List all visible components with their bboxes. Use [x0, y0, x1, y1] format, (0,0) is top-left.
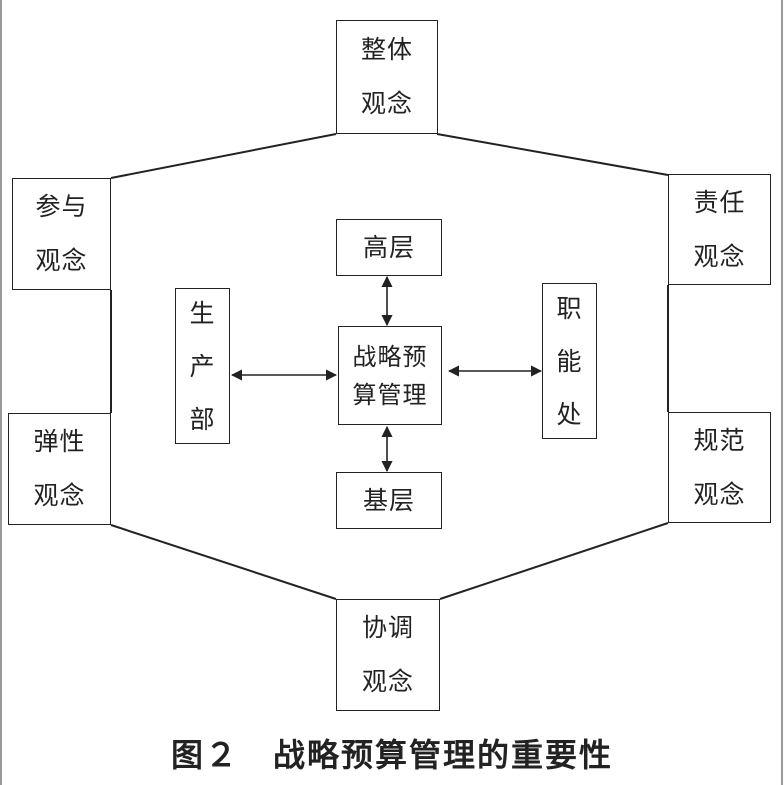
node-right: 职 能 处 — [542, 283, 597, 439]
concept-box-lower-left: 弹性 观念 — [8, 413, 111, 525]
concept-label-upper-left: 参与 观念 — [35, 192, 88, 275]
outline-bottom-left — [110, 524, 337, 600]
outline-top-left — [110, 133, 337, 179]
outline-bottom-right — [439, 522, 669, 600]
concept-box-top: 整体 观念 — [336, 20, 438, 134]
concept-label-upper-right: 责任 观念 — [693, 187, 746, 271]
node-right-label: 职 能 处 — [556, 293, 583, 429]
node-center-label: 战略预 算管理 — [352, 342, 428, 409]
concept-box-upper-left: 参与 观念 — [12, 178, 111, 290]
concept-box-lower-right: 规范 观念 — [668, 412, 771, 523]
concept-label-lower-right: 规范 观念 — [693, 425, 746, 509]
left-page-edge — [0, 0, 2, 785]
node-lower: 基层 — [336, 472, 442, 529]
node-upper-label: 高层 — [362, 232, 415, 262]
node-left: 生 产 部 — [175, 288, 230, 444]
outline-top-right — [436, 133, 669, 176]
concept-label-lower-left: 弹性 观念 — [33, 427, 86, 510]
node-center: 战略预 算管理 — [338, 326, 442, 425]
concept-box-bottom: 协调 观念 — [336, 599, 440, 711]
figure-caption: 图２ 战略预算管理的重要性 — [170, 736, 613, 774]
node-left-label: 生 产 部 — [189, 298, 216, 434]
concept-box-upper-right: 责任 观念 — [668, 174, 771, 285]
node-lower-label: 基层 — [362, 485, 415, 515]
right-page-edge — [781, 0, 783, 785]
concept-label-top: 整体 观念 — [360, 35, 413, 118]
node-upper: 高层 — [336, 219, 442, 276]
concept-label-bottom: 协调 观念 — [361, 613, 414, 696]
